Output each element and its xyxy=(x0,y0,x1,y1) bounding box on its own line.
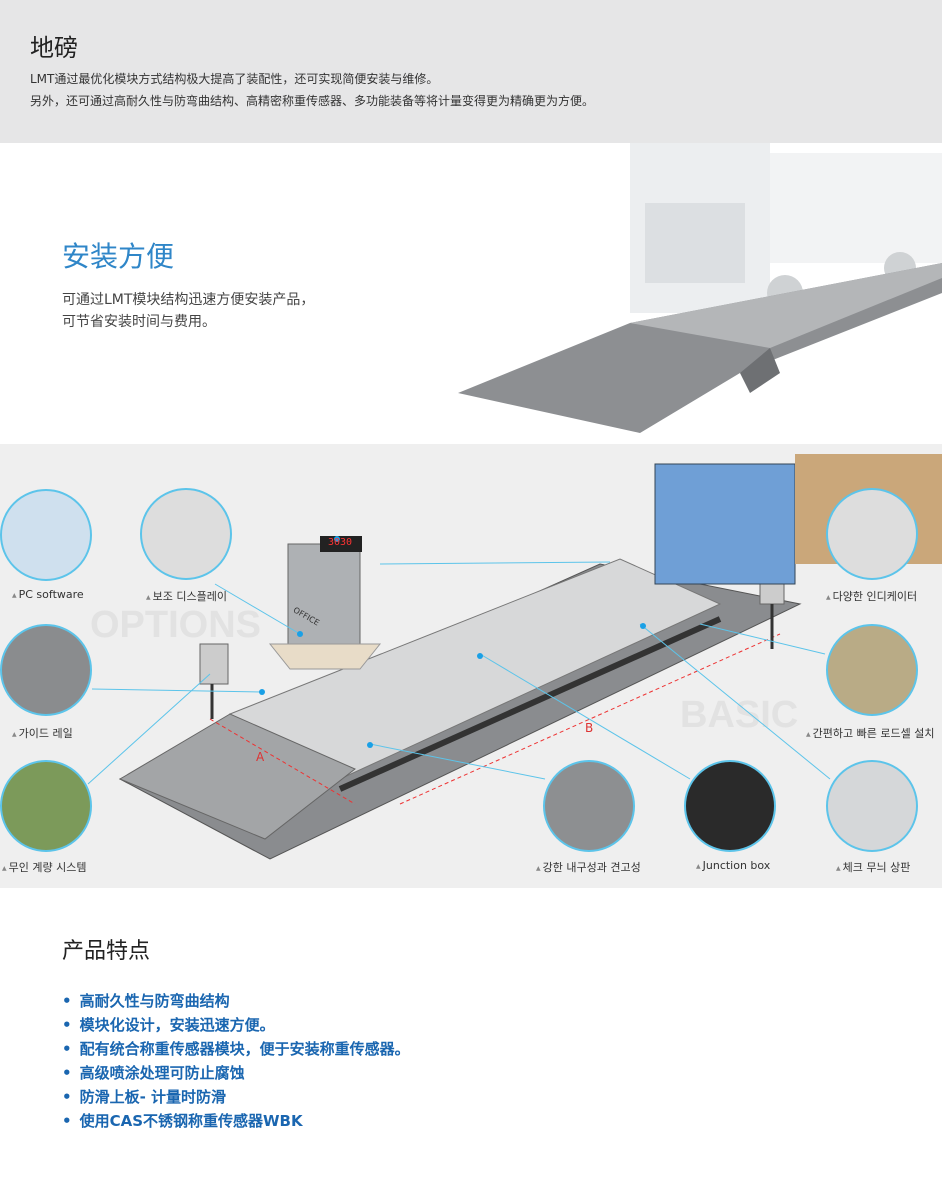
guide-rail-image xyxy=(0,624,92,716)
hero-title: 安装方便 xyxy=(62,240,175,273)
checker-plate-label: 체크 무늬 상판 xyxy=(836,859,911,875)
loadcell-image xyxy=(826,624,918,716)
header-desc-1: LMT通过最优化模块方式结构极大提高了装配性，还可实现简便安装与维修。 xyxy=(30,72,439,86)
truck-scale-image xyxy=(458,143,942,433)
basic-watermark: BASIC xyxy=(680,694,799,736)
header-section: 地磅 LMT通过最优化模块方式结构极大提高了装配性，还可实现简便安装与维修。 另… xyxy=(0,0,942,143)
feature-item: 配有统合称重传感器模块，便于安装称重传感器。 xyxy=(62,1038,410,1062)
sub-display-label: 보조 디스플레이 xyxy=(146,588,227,604)
unmanned-system-label: 무인 계량 시스템 xyxy=(2,859,87,875)
pc-software-label: PC software xyxy=(12,588,84,601)
weighbridge-diagram xyxy=(87,454,942,860)
hero-desc-1: 可通过LMT模块结构迅速方便安装产品， xyxy=(62,292,315,308)
header-desc-2: 另外，还可通过高耐久性与防弯曲结构、高精密称重传感器、多功能装备等将计量变得更为… xyxy=(30,94,595,108)
feature-item: 高耐久性与防弯曲结构 xyxy=(62,990,410,1014)
guide-rail-label: 가이드 레일 xyxy=(12,725,73,741)
feature-item: 高级喷涂处理可防止腐蚀 xyxy=(62,1062,410,1086)
junction-box-image xyxy=(684,760,776,852)
display-readout: 3030 xyxy=(328,537,353,548)
durability-label: 강한 내구성과 견고성 xyxy=(536,859,641,875)
checker-plate-image xyxy=(826,760,918,852)
junction-box-label: Junction box xyxy=(696,859,771,872)
options-watermark: OPTIONS xyxy=(90,604,262,646)
sub-display-image xyxy=(140,488,232,580)
loadcell-label: 간편하고 빠른 로드셀 설치 xyxy=(806,725,935,741)
hero-section: 安装方便 可通过LMT模块结构迅速方便安装产品， 可节省安装时间与费用。 xyxy=(0,143,942,444)
feature-item: 模块化设计，安装迅速方便。 xyxy=(62,1014,410,1038)
page-title: 地磅 xyxy=(30,34,78,62)
feature-item: 防滑上板- 计量时防滑 xyxy=(62,1086,410,1110)
pc-software-image xyxy=(0,489,92,581)
feature-item: 使用CAS不锈钢称重传感器WBK xyxy=(62,1110,410,1134)
unmanned-system-image xyxy=(0,760,92,852)
features-title: 产品特点 xyxy=(62,939,151,964)
features-list: 高耐久性与防弯曲结构 模块化设计，安装迅速方便。 配有统合称重传感器模块，便于安… xyxy=(62,990,410,1134)
marker-a: A xyxy=(256,750,265,764)
marker-b: B xyxy=(585,721,594,735)
durability-image xyxy=(543,760,635,852)
indicator-label: 다양한 인디케이터 xyxy=(826,588,917,604)
indicator-image xyxy=(826,488,918,580)
diagram-section: OPTIONS BASIC 3030 OFFICE A B PC softwar… xyxy=(0,444,942,888)
hero-desc-2: 可节省安装时间与费用。 xyxy=(62,314,216,330)
